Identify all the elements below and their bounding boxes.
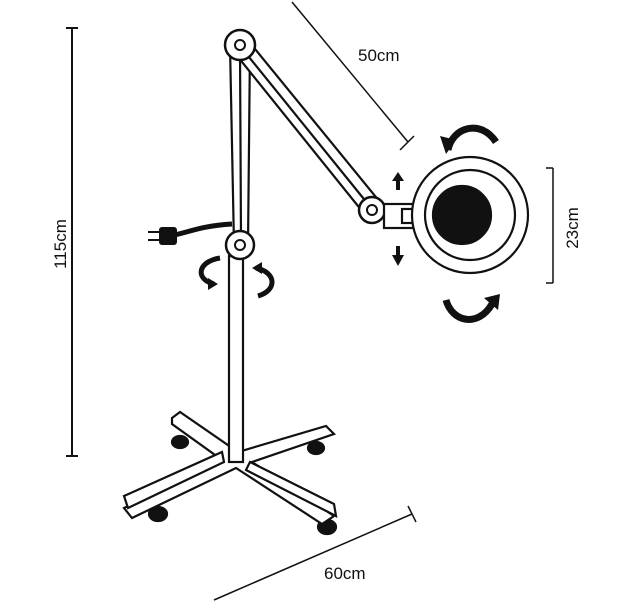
magnifier-head — [382, 155, 530, 275]
up-arrow-icon — [392, 172, 404, 190]
head-diameter-label: 23cm — [562, 207, 582, 249]
wheel — [170, 434, 190, 450]
rotate-arrow-top-icon — [440, 124, 499, 154]
wheel — [147, 505, 169, 523]
arm-length-label: 50cm — [358, 46, 400, 65]
arm-dimension-line — [291, 1, 415, 151]
elbow-joint — [357, 195, 387, 225]
rotate-arrow-bottom-icon — [442, 294, 500, 323]
wheel — [306, 440, 326, 456]
base-dimension-line — [213, 505, 417, 601]
power-cord — [148, 221, 233, 245]
top-joint — [223, 28, 257, 62]
base-width-label: 60cm — [324, 564, 366, 583]
lamp-pole — [227, 254, 245, 464]
height-dimension-line — [66, 27, 78, 457]
down-arrow-icon — [392, 246, 404, 266]
base-joint — [224, 229, 256, 261]
rotate-arrow-pole-left-icon — [198, 255, 221, 290]
head-dimension-line — [546, 167, 554, 284]
lens — [431, 184, 493, 246]
rotate-arrow-pole-right-icon — [252, 262, 275, 299]
lower-arm — [228, 43, 252, 247]
lamp-base — [122, 410, 338, 536]
height-label: 115cm — [50, 219, 70, 269]
